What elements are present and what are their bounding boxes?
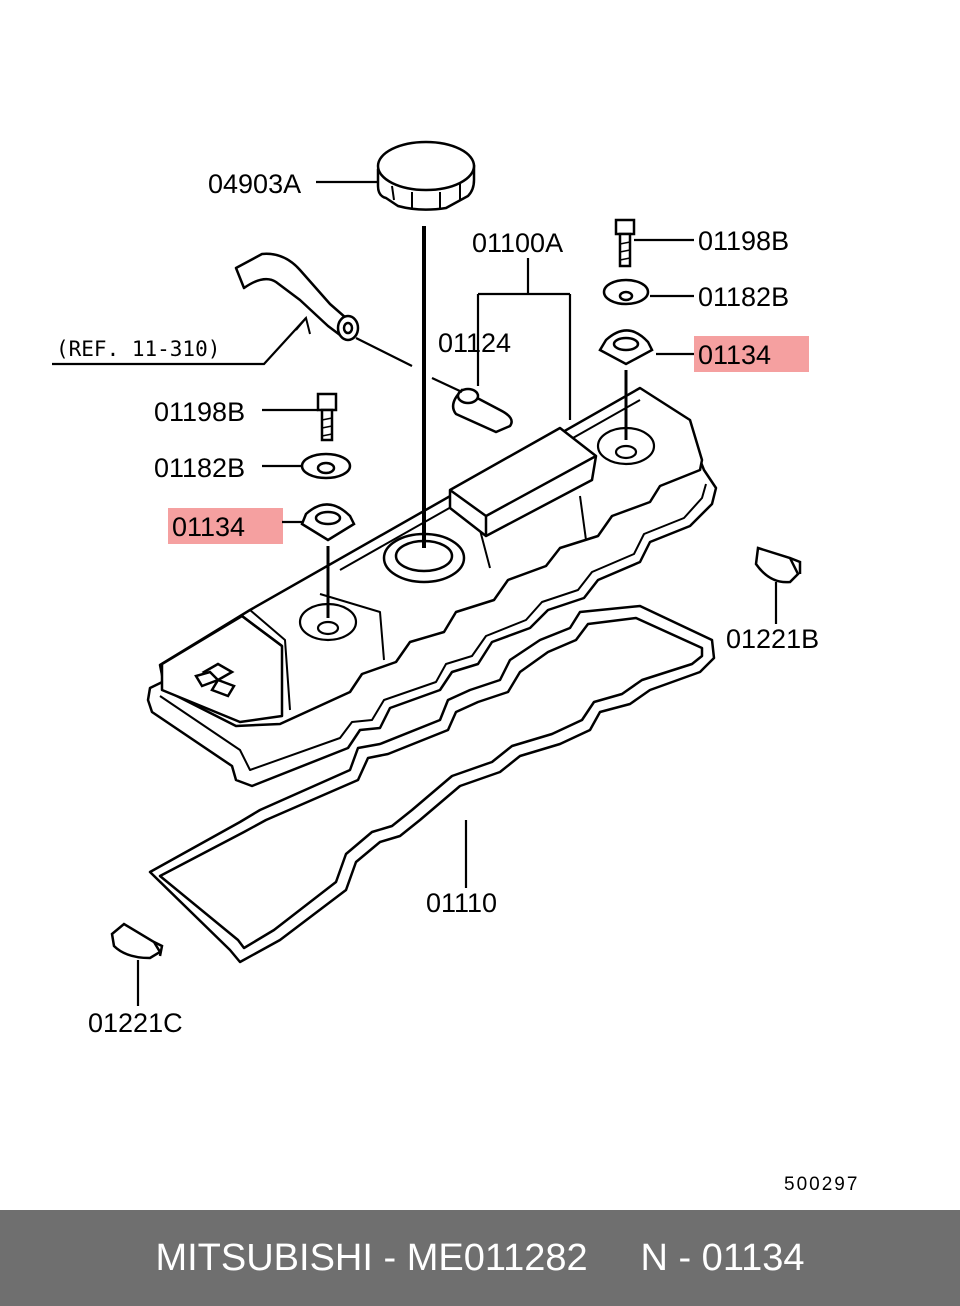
seal-left xyxy=(300,503,356,542)
half-moon-plug-b xyxy=(754,546,802,584)
label-cover-assy: 01100A xyxy=(472,228,563,258)
bolt-right xyxy=(614,218,636,268)
label-bolt-left: 01198B xyxy=(154,397,245,427)
parts-diagram: 04903A 01100A 01198B 01182B 01134 (REF. … xyxy=(52,140,859,1195)
label-seal-right: 01134 xyxy=(698,340,771,370)
highlight-seal-right xyxy=(694,336,809,372)
drawing-code: 500297 xyxy=(784,1174,859,1195)
label-seal-left: 01134 xyxy=(172,512,245,542)
three-diamond-logo-icon xyxy=(194,662,236,698)
plug xyxy=(451,387,513,434)
breather-hose xyxy=(234,252,360,342)
label-half-moon-b: 01221B xyxy=(726,624,819,654)
label-plug: 01124 xyxy=(438,328,511,358)
gasket xyxy=(148,604,716,964)
label-cap: 04903A xyxy=(208,169,301,199)
label-ref: (REF. 11-310) xyxy=(56,337,220,361)
leader-lines xyxy=(52,180,778,1006)
oil-cap xyxy=(376,140,476,211)
label-bolt-right: 01198B xyxy=(698,226,789,256)
washer-left xyxy=(300,452,352,480)
oil-filler-opening xyxy=(382,532,466,584)
highlight-seal-left xyxy=(168,508,283,544)
bolt-left xyxy=(316,392,338,442)
footer-part-info: MITSUBISHI - ME011282 N - 01134 xyxy=(155,1236,805,1279)
half-moon-plug-c xyxy=(110,922,164,960)
label-washer-right: 01182B xyxy=(698,282,789,312)
footer-bar: MITSUBISHI - ME011282 N - 01134 xyxy=(0,1210,960,1306)
seal-right xyxy=(598,329,654,366)
breather-box xyxy=(448,426,598,538)
label-washer-left: 01182B xyxy=(154,453,245,483)
washer-right xyxy=(602,278,650,306)
label-half-moon-c: 01221C xyxy=(88,1008,183,1038)
label-gasket: 01110 xyxy=(426,888,497,918)
